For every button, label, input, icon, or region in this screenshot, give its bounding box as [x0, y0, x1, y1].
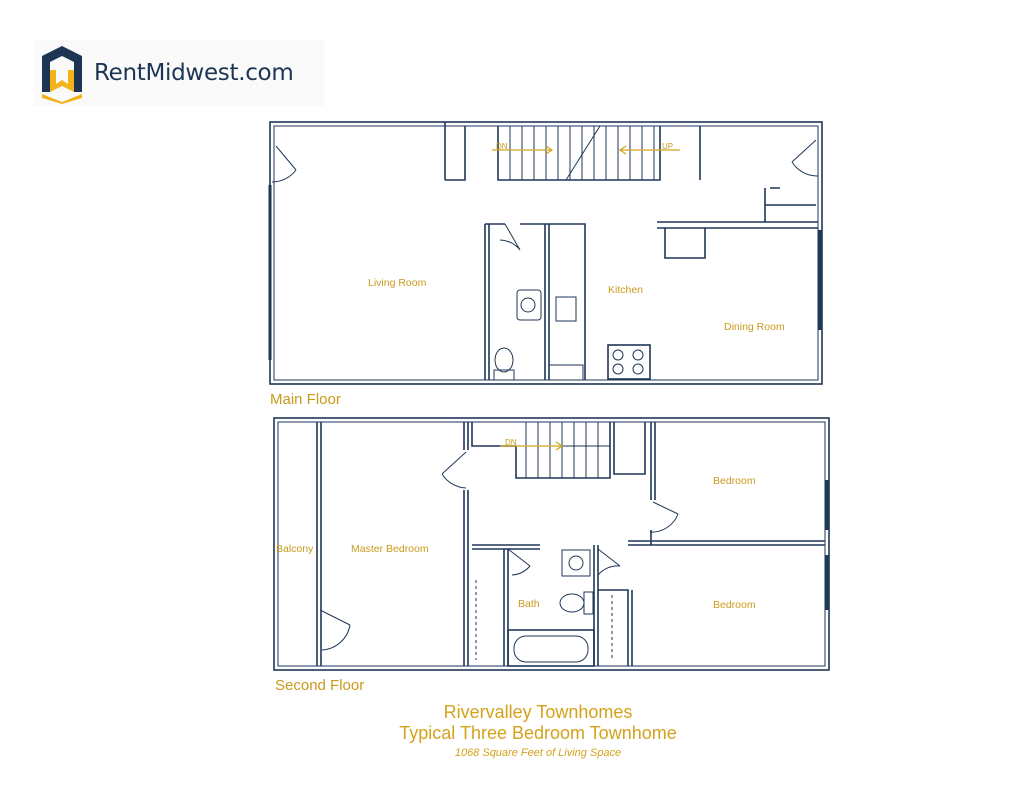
- bath-toilet-icon: [559, 593, 585, 613]
- second-floor-plan: DN Balcony Master Bedroom Bedroom Bedroo…: [273, 417, 830, 694]
- dining-room-label: Dining Room: [724, 321, 785, 333]
- unit-type: Typical Three Bedroom Townhome: [399, 723, 677, 743]
- property-name: Rivervalley Townhomes: [443, 702, 633, 722]
- kitchen-label: Kitchen: [608, 284, 643, 296]
- upper-stair-down-label: DN: [505, 438, 517, 447]
- master-bedroom-label: Master Bedroom: [351, 543, 429, 555]
- bedroom-2-label: Bedroom: [713, 599, 756, 611]
- stair-up-label: UP: [662, 142, 673, 151]
- balcony-label: Balcony: [276, 543, 314, 555]
- second-floor-label: Second Floor: [275, 677, 364, 694]
- stair-down-arrow: [492, 145, 554, 155]
- front-door: [271, 145, 297, 183]
- bath-sink-icon: [561, 549, 591, 577]
- rear-door: [791, 139, 819, 177]
- main-floor-label: Main Floor: [270, 391, 341, 408]
- rentmidwest-logo: RentMidwest.com: [34, 40, 324, 106]
- sink-icon: [516, 289, 542, 321]
- stove-icon: [607, 344, 651, 380]
- bath-label: Bath: [518, 598, 540, 610]
- main-stairs: [509, 125, 655, 181]
- living-area: 1068 Square Feet of Living Space: [454, 747, 622, 759]
- living-room-label: Living Room: [368, 277, 427, 289]
- logo-text: RentMidwest.com: [94, 60, 294, 86]
- stair-down-label: DN: [496, 142, 508, 151]
- toilet-icon: [494, 347, 514, 373]
- bedroom-1-label: Bedroom: [713, 475, 756, 487]
- logo-house-icon: [42, 46, 82, 104]
- upper-stair-down-arrow: [500, 441, 564, 451]
- bathtub-icon: [507, 629, 595, 667]
- stair-up-arrow: [618, 145, 680, 155]
- kitchen-sink-icon: [555, 296, 577, 322]
- main-floor-plan: DN UP Living Room Kitchen Dining Room Ma…: [268, 121, 823, 408]
